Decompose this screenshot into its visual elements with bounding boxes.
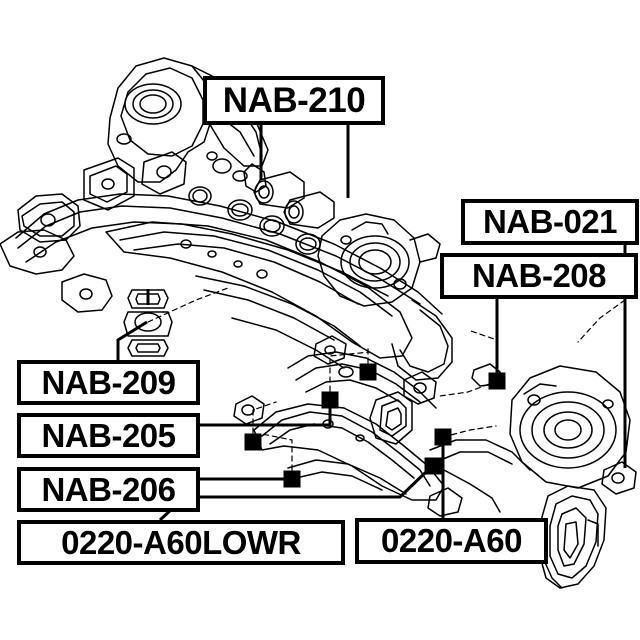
a60-node [434, 428, 452, 446]
leader-line-nab-209-0 [116, 320, 148, 360]
callout-nab-208[interactable]: NAB-208 [440, 253, 638, 299]
leader-line-nab-205-0 [200, 400, 332, 427]
callout-nab-021[interactable]: NAB-021 [461, 199, 639, 245]
callout-nab-210[interactable]: NAB-210 [203, 76, 385, 125]
callout-label: NAB-210 [222, 80, 366, 120]
nab-208-node [488, 372, 506, 390]
nab-210-bushings [253, 171, 335, 229]
nab-205-node-b [359, 363, 377, 381]
callout-nab-205[interactable]: NAB-205 [17, 413, 200, 458]
callout-label: 0220-A60 [381, 522, 522, 559]
subframe-crossmember [0, 151, 453, 381]
callout-label: NAB-208 [471, 257, 607, 294]
callout-0220-a60lowr[interactable]: 0220-A60LOWR [17, 520, 345, 565]
a60lowr-node [424, 457, 442, 475]
callout-nab-209[interactable]: NAB-209 [17, 360, 200, 405]
callout-label: NAB-206 [41, 470, 176, 508]
callout-label: NAB-021 [482, 203, 618, 240]
nab-205-node [321, 391, 339, 409]
nab-206-node [283, 470, 301, 488]
callout-label: 0220-A60LOWR [61, 523, 301, 561]
callout-0220-a60[interactable]: 0220-A60 [355, 518, 548, 564]
callout-label: NAB-205 [41, 416, 176, 454]
callout-nab-206[interactable]: NAB-206 [17, 467, 200, 512]
upper-link-arm [287, 335, 437, 409]
rear-hub-carrier [317, 213, 441, 307]
callout-label: NAB-209 [41, 363, 176, 401]
nab-206-node-b [244, 433, 262, 451]
nab-209-bushing-stack [123, 289, 173, 357]
